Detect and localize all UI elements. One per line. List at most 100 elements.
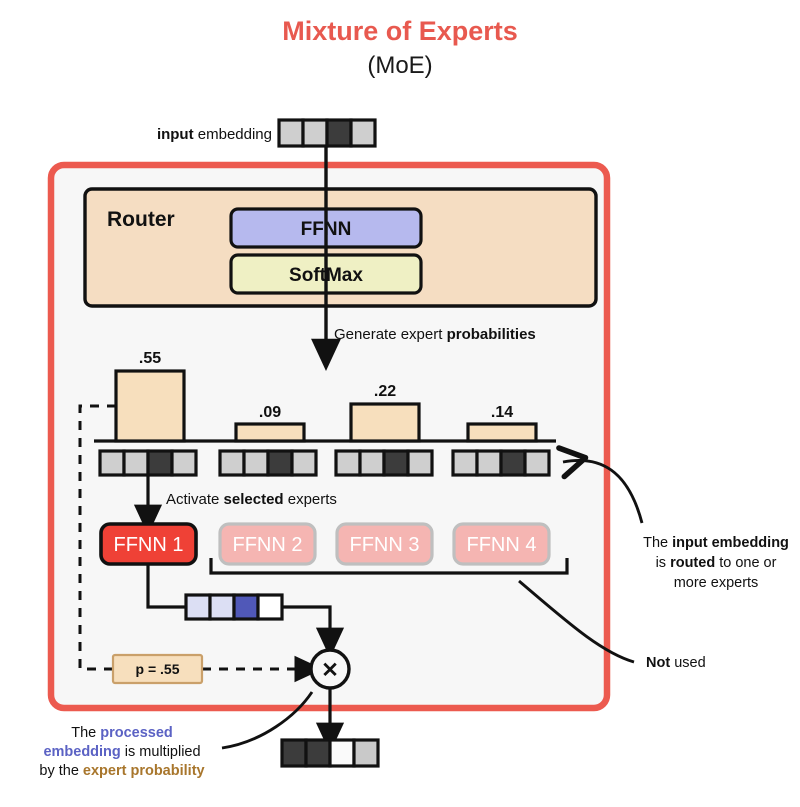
expert-block-ffnn-3[interactable] [335, 522, 434, 566]
embedding-cell [523, 449, 551, 477]
embedding-cell [451, 449, 479, 477]
expert-label-ffnn-4: FFNN 4 [467, 534, 537, 556]
embedding-cell [325, 118, 353, 148]
expert-label-ffnn-2: FFNN 2 [233, 534, 303, 556]
processed-annotation: The processed embedding is multiplied by… [39, 725, 204, 779]
probability-dashed-path-left [78, 404, 116, 671]
routed-l1-bold: input embedding [672, 535, 789, 551]
embedding-cell [358, 449, 386, 477]
expert-token-strips [98, 449, 551, 477]
router-title: Router [107, 208, 175, 231]
expert-probability-chart: .55 .09 .22 .14 [94, 350, 556, 443]
processed-l1-blue: processed [100, 725, 173, 741]
generate-probabilities-label: Generate expert probabilities [334, 326, 536, 343]
embedding-cell [242, 449, 270, 477]
token-strip [334, 449, 434, 477]
generate-label-plain: Generate expert [334, 326, 447, 343]
output-cell [328, 738, 356, 768]
routed-l2-plain2: to one or [715, 555, 776, 571]
expert-label-ffnn-1: FFNN 1 [114, 534, 184, 556]
input-embedding-group: input embedding [157, 118, 377, 148]
routed-annotation-line1: The input embedding [643, 535, 789, 551]
embedding-cell [382, 449, 410, 477]
token-strip [218, 449, 318, 477]
output-cell [352, 738, 380, 768]
embedding-cell [146, 449, 174, 477]
probability-tag-label: p = .55 [136, 661, 180, 677]
chart-bar-value: .22 [374, 383, 396, 400]
title-sub: (MoE) [367, 52, 432, 79]
routed-annotation: The input embedding is routed to one or … [643, 535, 789, 591]
activate-experts-label: Activate selected experts [166, 491, 337, 508]
embedding-cell [290, 449, 318, 477]
router-block: Router FFNN SoftMax [83, 187, 598, 308]
embedding-cell [277, 118, 305, 148]
processed-l2-blue: embedding [43, 744, 120, 760]
activate-label-bold: selected [224, 491, 284, 508]
page-title: Mixture of Experts (MoE) [282, 16, 518, 79]
output-embedding-strip [280, 738, 380, 768]
processed-cell [232, 593, 260, 621]
processed-l3-gold: expert probability [83, 763, 205, 779]
routed-l2-bold: routed [670, 555, 715, 571]
multiply-node: ✕ [309, 648, 351, 690]
input-embedding-label-bold: input [157, 126, 194, 143]
processed-l2-plain: is multiplied [121, 744, 201, 760]
embedding-cell [499, 449, 527, 477]
chart-bar [349, 402, 421, 443]
title-main: Mixture of Experts [282, 16, 518, 46]
input-embedding-strip [277, 118, 377, 148]
processed-annotation-line1: The processed [71, 725, 173, 741]
embedding-cell [301, 118, 329, 148]
input-embedding-label-rest: embedding [194, 126, 272, 143]
expert-block-ffnn-2[interactable] [218, 522, 317, 566]
probability-tag-box [111, 653, 204, 685]
embedding-cell [122, 449, 150, 477]
routed-annotation-line2: is routed to one or [656, 555, 777, 571]
expert-output-connector [146, 564, 186, 609]
routed-annotation-line3: more experts [674, 575, 759, 591]
token-strip [451, 449, 551, 477]
token-strip [98, 449, 198, 477]
embedding-cell [266, 449, 294, 477]
processed-cell [184, 593, 212, 621]
processed-cell [208, 593, 236, 621]
embedding-cell [349, 118, 377, 148]
multiply-symbol: ✕ [321, 659, 339, 682]
embedding-cell [218, 449, 246, 477]
expert-blocks: FFNN 1 FFNN 2 FFNN 3 FFNN 4 [99, 522, 551, 566]
processed-annotation-curve [221, 691, 314, 750]
input-embedding-label: input embedding [157, 126, 272, 143]
processed-embedding-strip [184, 593, 284, 621]
not-used-annotation: Not used [646, 655, 706, 671]
activate-label-plain1: Activate [166, 491, 224, 508]
processed-to-multiply-arrow [282, 605, 345, 658]
chart-bar [234, 422, 306, 443]
activate-label-plain2: experts [284, 491, 337, 508]
output-cell [304, 738, 332, 768]
chart-bar-value: .14 [491, 404, 513, 421]
embedding-cell [170, 449, 198, 477]
unused-experts-bracket [209, 558, 569, 575]
processed-annotation-line3: by the expert probability [39, 763, 204, 779]
chart-bar-value: .09 [259, 404, 281, 421]
routed-l2-plain1: is [656, 555, 671, 571]
processed-cell [256, 593, 284, 621]
embedding-cell [334, 449, 362, 477]
chart-bar [114, 369, 186, 443]
embedding-cell [406, 449, 434, 477]
not-used-annotation-curve [518, 579, 635, 664]
routed-l1-plain: The [643, 535, 672, 551]
chart-bar [466, 422, 538, 443]
processed-l1-plain: The [71, 725, 100, 741]
expert-label-ffnn-3: FFNN 3 [350, 534, 420, 556]
chart-bar-value: .55 [139, 350, 161, 367]
output-cell [280, 738, 308, 768]
embedding-cell [98, 449, 126, 477]
expert-block-ffnn-4[interactable] [452, 522, 551, 566]
generate-label-bold: probabilities [447, 326, 536, 343]
not-used-bold: Not [646, 655, 670, 671]
not-used-plain: used [670, 655, 705, 671]
